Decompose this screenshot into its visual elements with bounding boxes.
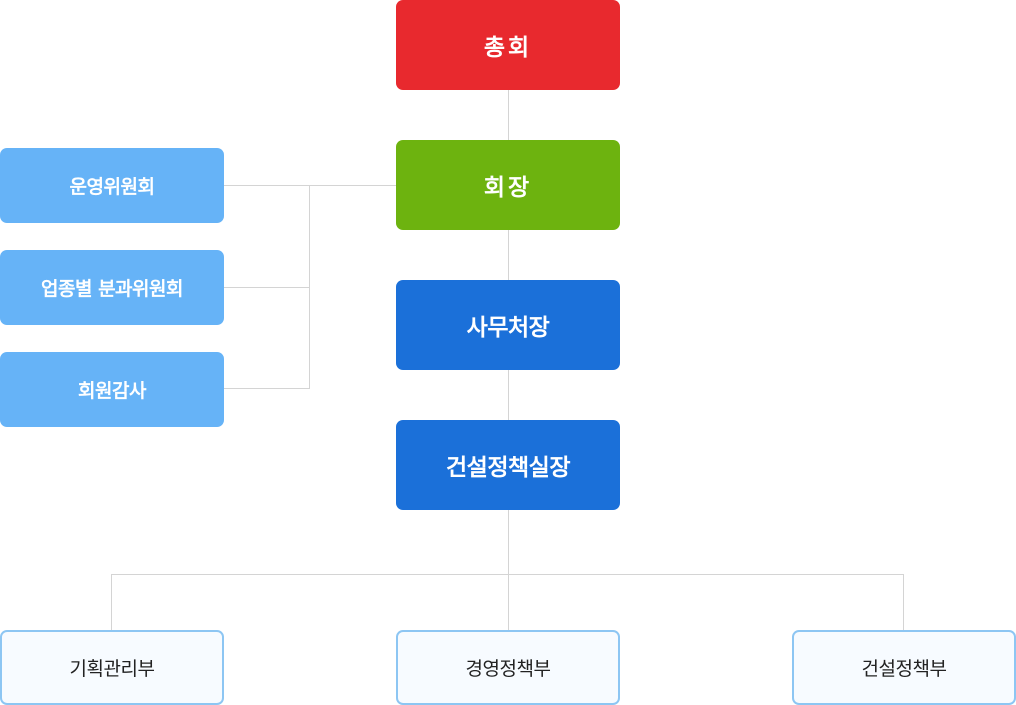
connector-side-branch-3 [224, 388, 309, 389]
node-steering-committee-label: 운영위원회 [69, 176, 155, 198]
connector-side-branch-2 [224, 287, 309, 288]
node-general-assembly[interactable]: 총회 [396, 0, 620, 90]
node-management-policy-dept-label: 경영정책부 [465, 658, 551, 680]
node-planning-management-dept[interactable]: 기획관리부 [0, 630, 224, 705]
connector-dept-drop-2 [508, 574, 509, 630]
node-secretary-general[interactable]: 사무처장 [396, 280, 620, 370]
node-management-policy-dept[interactable]: 경영정책부 [396, 630, 620, 705]
node-chairman-label: 회장 [483, 175, 533, 201]
node-sector-subcommittee[interactable]: 업종별 분과위원회 [0, 250, 224, 325]
connector-dept-drop-3 [903, 574, 904, 630]
node-secretary-general-label: 사무처장 [466, 315, 550, 341]
node-sector-subcommittee-label: 업종별 분과위원회 [41, 278, 183, 300]
node-steering-committee[interactable]: 운영위원회 [0, 148, 224, 223]
node-construction-policy-dept-label: 건설정책부 [861, 658, 947, 680]
node-general-assembly-label: 총회 [483, 35, 533, 61]
node-member-audit[interactable]: 회원감사 [0, 352, 224, 427]
connector-side-vertical [309, 185, 310, 389]
node-member-audit-label: 회원감사 [78, 380, 146, 402]
node-construction-policy-dept[interactable]: 건설정책부 [792, 630, 1016, 705]
connector-dept-horizontal [111, 574, 904, 575]
node-construction-policy-director-label: 건설정책실장 [446, 455, 570, 481]
connector-side-to-chair [309, 185, 396, 186]
connector-side-branch-1 [224, 185, 309, 186]
node-construction-policy-director[interactable]: 건설정책실장 [396, 420, 620, 510]
node-chairman[interactable]: 회장 [396, 140, 620, 230]
node-planning-management-dept-label: 기획관리부 [69, 658, 155, 680]
connector-dept-drop-1 [111, 574, 112, 630]
